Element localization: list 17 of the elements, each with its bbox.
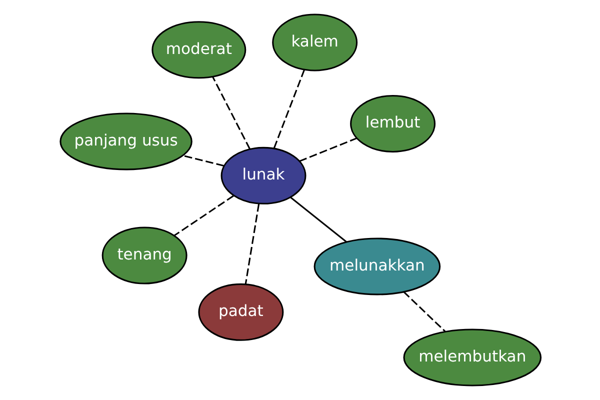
connector [244,204,260,284]
connector [272,69,305,148]
node-ellipse: melunakkan [313,238,440,296]
connector [289,196,346,243]
connector [402,291,446,332]
node-ellipse: padat [198,283,284,341]
node-ellipse: panjang usus [59,112,192,170]
node-ellipse: tenang [101,226,187,284]
connector [173,195,234,236]
node-ellipse: lunak [220,146,306,204]
node-ellipse: kalem [272,14,358,72]
connector [212,76,250,150]
node-ellipse: lembut [350,94,436,152]
connector [298,138,356,162]
connector [182,154,224,167]
node-ellipse: melembutkan [402,328,542,386]
node-ellipse: moderat [151,21,246,79]
